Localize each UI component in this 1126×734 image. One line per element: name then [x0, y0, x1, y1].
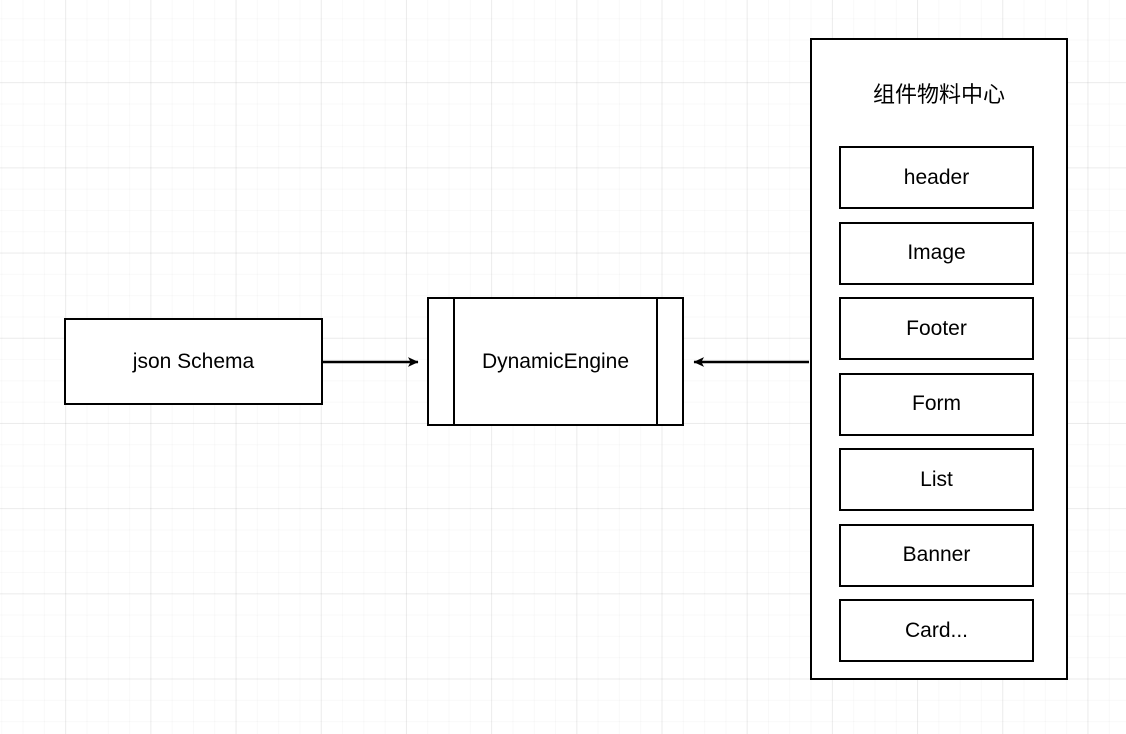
- material-center-list: header Image Footer Form List Banner Car…: [839, 146, 1034, 675]
- node-dynamic-engine[interactable]: DynamicEngine: [427, 296, 684, 427]
- material-item[interactable]: Form: [839, 372, 1034, 436]
- subroutine-bar-right: [656, 296, 658, 427]
- node-dynamic-engine-label: DynamicEngine: [481, 349, 630, 373]
- material-item[interactable]: Image: [839, 221, 1034, 285]
- node-json-schema-label: json Schema: [132, 349, 255, 373]
- material-item[interactable]: Card...: [839, 599, 1034, 662]
- node-material-center[interactable]: 组件物料中心 header Image Footer Form List Ban…: [810, 38, 1068, 680]
- material-item[interactable]: Footer: [839, 297, 1034, 360]
- material-center-title: 组件物料中心: [872, 83, 1005, 108]
- node-json-schema[interactable]: json Schema: [64, 318, 323, 405]
- material-item[interactable]: Banner: [839, 523, 1034, 587]
- material-item[interactable]: List: [839, 448, 1034, 511]
- subroutine-bar-left: [453, 296, 455, 427]
- material-item[interactable]: header: [839, 146, 1034, 209]
